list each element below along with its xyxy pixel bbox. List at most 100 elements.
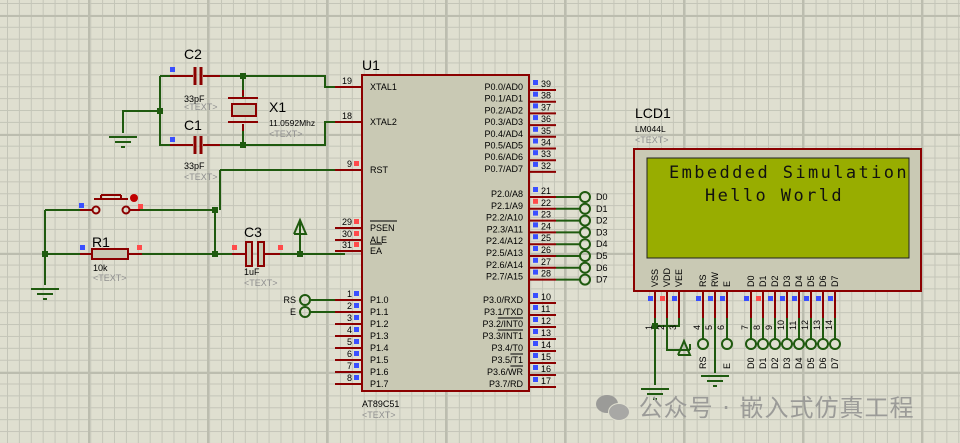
terminal-label-d2: D2 (596, 216, 608, 226)
lcd-terminal-d1[interactable] (757, 338, 769, 350)
lcd-terminal-d3[interactable] (781, 338, 793, 350)
c2-value: 33pF (184, 94, 205, 104)
terminal-rs[interactable] (299, 294, 311, 306)
mcu-ref[interactable]: U1 (362, 57, 380, 73)
switch-pin-marker (138, 204, 143, 209)
terminal-d0[interactable] (579, 191, 591, 203)
c3-pin-marker (278, 245, 283, 250)
lcd-terminal-d7[interactable] (829, 338, 841, 350)
mcu-pin-label-p2-3-a11: P2.3/A11 (487, 224, 523, 234)
pin-marker (533, 187, 538, 192)
mcu-pin-number: 22 (541, 198, 551, 208)
lcd-terminal-d4[interactable] (793, 338, 805, 350)
mcu-pin-label-p2-2-a10: P2.2/A10 (486, 213, 523, 223)
pin-marker (696, 296, 701, 301)
mcu-pin-number: 26 (541, 245, 551, 255)
lcd-terminal-label-d1: D1 (758, 357, 768, 369)
mcu-pin-number: 30 (342, 229, 352, 239)
terminal-d3[interactable] (579, 226, 591, 239)
terminal-d6[interactable] (579, 261, 591, 274)
junction-dot (212, 251, 218, 257)
pin-marker (533, 246, 538, 251)
mcu-text: <TEXT> (362, 410, 396, 420)
switch-state-indicator[interactable] (130, 194, 138, 202)
mcu-pin-number: 6 (347, 349, 352, 359)
c1-ref[interactable]: C1 (184, 117, 202, 133)
lcd-terminal-label-d5: D5 (806, 357, 816, 369)
lcd-pin-number: 3 (668, 325, 678, 330)
lcd-ref[interactable]: LCD1 (635, 105, 671, 121)
c3-ref[interactable]: C3 (244, 224, 262, 240)
lcd-pin-number: 5 (704, 325, 714, 330)
pin-marker (756, 296, 761, 301)
lcd-terminal-rs[interactable] (697, 338, 709, 350)
pin-marker (533, 198, 538, 204)
crystal-x1-symbol[interactable] (228, 90, 258, 131)
pin-marker (816, 296, 821, 301)
capacitor-c3-symbol[interactable] (232, 241, 280, 267)
mcu-pin-number: 33 (541, 149, 551, 159)
power-arrow-icon-reset (293, 217, 308, 235)
lcd-pin-number: 10 (776, 320, 786, 330)
junction-dot (652, 323, 658, 329)
r1-ref[interactable]: R1 (92, 234, 110, 250)
r1-text: <TEXT> (93, 273, 127, 283)
lcd-terminal-d6[interactable] (817, 338, 829, 350)
mcu-pin-label-p1.7: P1.7 (370, 379, 389, 389)
pin-marker (533, 138, 538, 144)
wire[interactable] (655, 318, 680, 327)
ground-icon-reset (31, 288, 59, 300)
pin-marker (744, 296, 749, 301)
terminal-label-d6: D6 (596, 263, 608, 273)
terminal-label-d7: D7 (596, 275, 608, 285)
junction-dot (240, 73, 246, 79)
terminal-d2[interactable] (579, 214, 591, 227)
mcu-pin-number: 29 (342, 217, 352, 227)
pin-marker (533, 377, 538, 382)
reset-pushbutton[interactable] (80, 194, 140, 215)
wire[interactable] (205, 75, 345, 88)
terminal-label-d0: D0 (596, 192, 608, 202)
mcu-pin-number: 4 (347, 325, 352, 335)
junction-dot (212, 207, 218, 213)
lcd-terminal-d2[interactable] (769, 338, 781, 350)
wire[interactable] (666, 318, 690, 351)
pin-marker (354, 339, 359, 344)
terminal-label-d4: D4 (596, 239, 608, 249)
pin-marker (533, 222, 538, 228)
lcd-terminal-d0[interactable] (745, 338, 757, 350)
c2-ref[interactable]: C2 (184, 46, 202, 62)
wire[interactable] (122, 110, 160, 133)
mcu-pin-number: 23 (541, 210, 551, 220)
x1-ref[interactable]: X1 (269, 99, 286, 115)
mcu-pin-label-psen: PSEN (370, 223, 395, 233)
lcd-pin-label-vss: VSS (650, 269, 660, 287)
terminal-d5[interactable] (579, 250, 591, 262)
pin-marker (354, 291, 359, 296)
mcu-pin-label-xtal1: XTAL1 (370, 82, 397, 92)
watermark: 公众号 · 嵌入式仿真工程 (596, 388, 915, 423)
mcu-pin-number: 24 (541, 221, 551, 231)
pin-marker (354, 375, 359, 380)
pin-marker (533, 103, 538, 109)
terminal-d4[interactable] (579, 238, 591, 251)
terminal-d1[interactable] (579, 202, 591, 215)
lcd-pin-label-rw: RW (710, 272, 720, 287)
mcu-body[interactable] (361, 74, 530, 392)
pin-marker (780, 296, 785, 301)
lcd-pin-label-d5: D5 (806, 275, 816, 287)
lcd-line-1: Embedded Simulation (669, 163, 909, 183)
mcu-pin-number: 31 (342, 240, 352, 250)
c1-capacitor-symbol[interactable] (170, 136, 220, 154)
pin-marker (720, 296, 725, 301)
mcu-pin-number: 32 (541, 161, 551, 171)
resistor-r1-symbol[interactable] (80, 248, 142, 260)
lcd-terminal-e[interactable] (721, 338, 733, 350)
c2-capacitor-symbol[interactable] (170, 67, 220, 85)
terminal-d7[interactable] (579, 273, 591, 286)
terminal-e[interactable] (299, 306, 311, 318)
pin-marker (533, 353, 538, 358)
r1-pin-marker (80, 245, 85, 250)
pin-marker (828, 296, 833, 301)
lcd-terminal-d5[interactable] (805, 338, 817, 350)
